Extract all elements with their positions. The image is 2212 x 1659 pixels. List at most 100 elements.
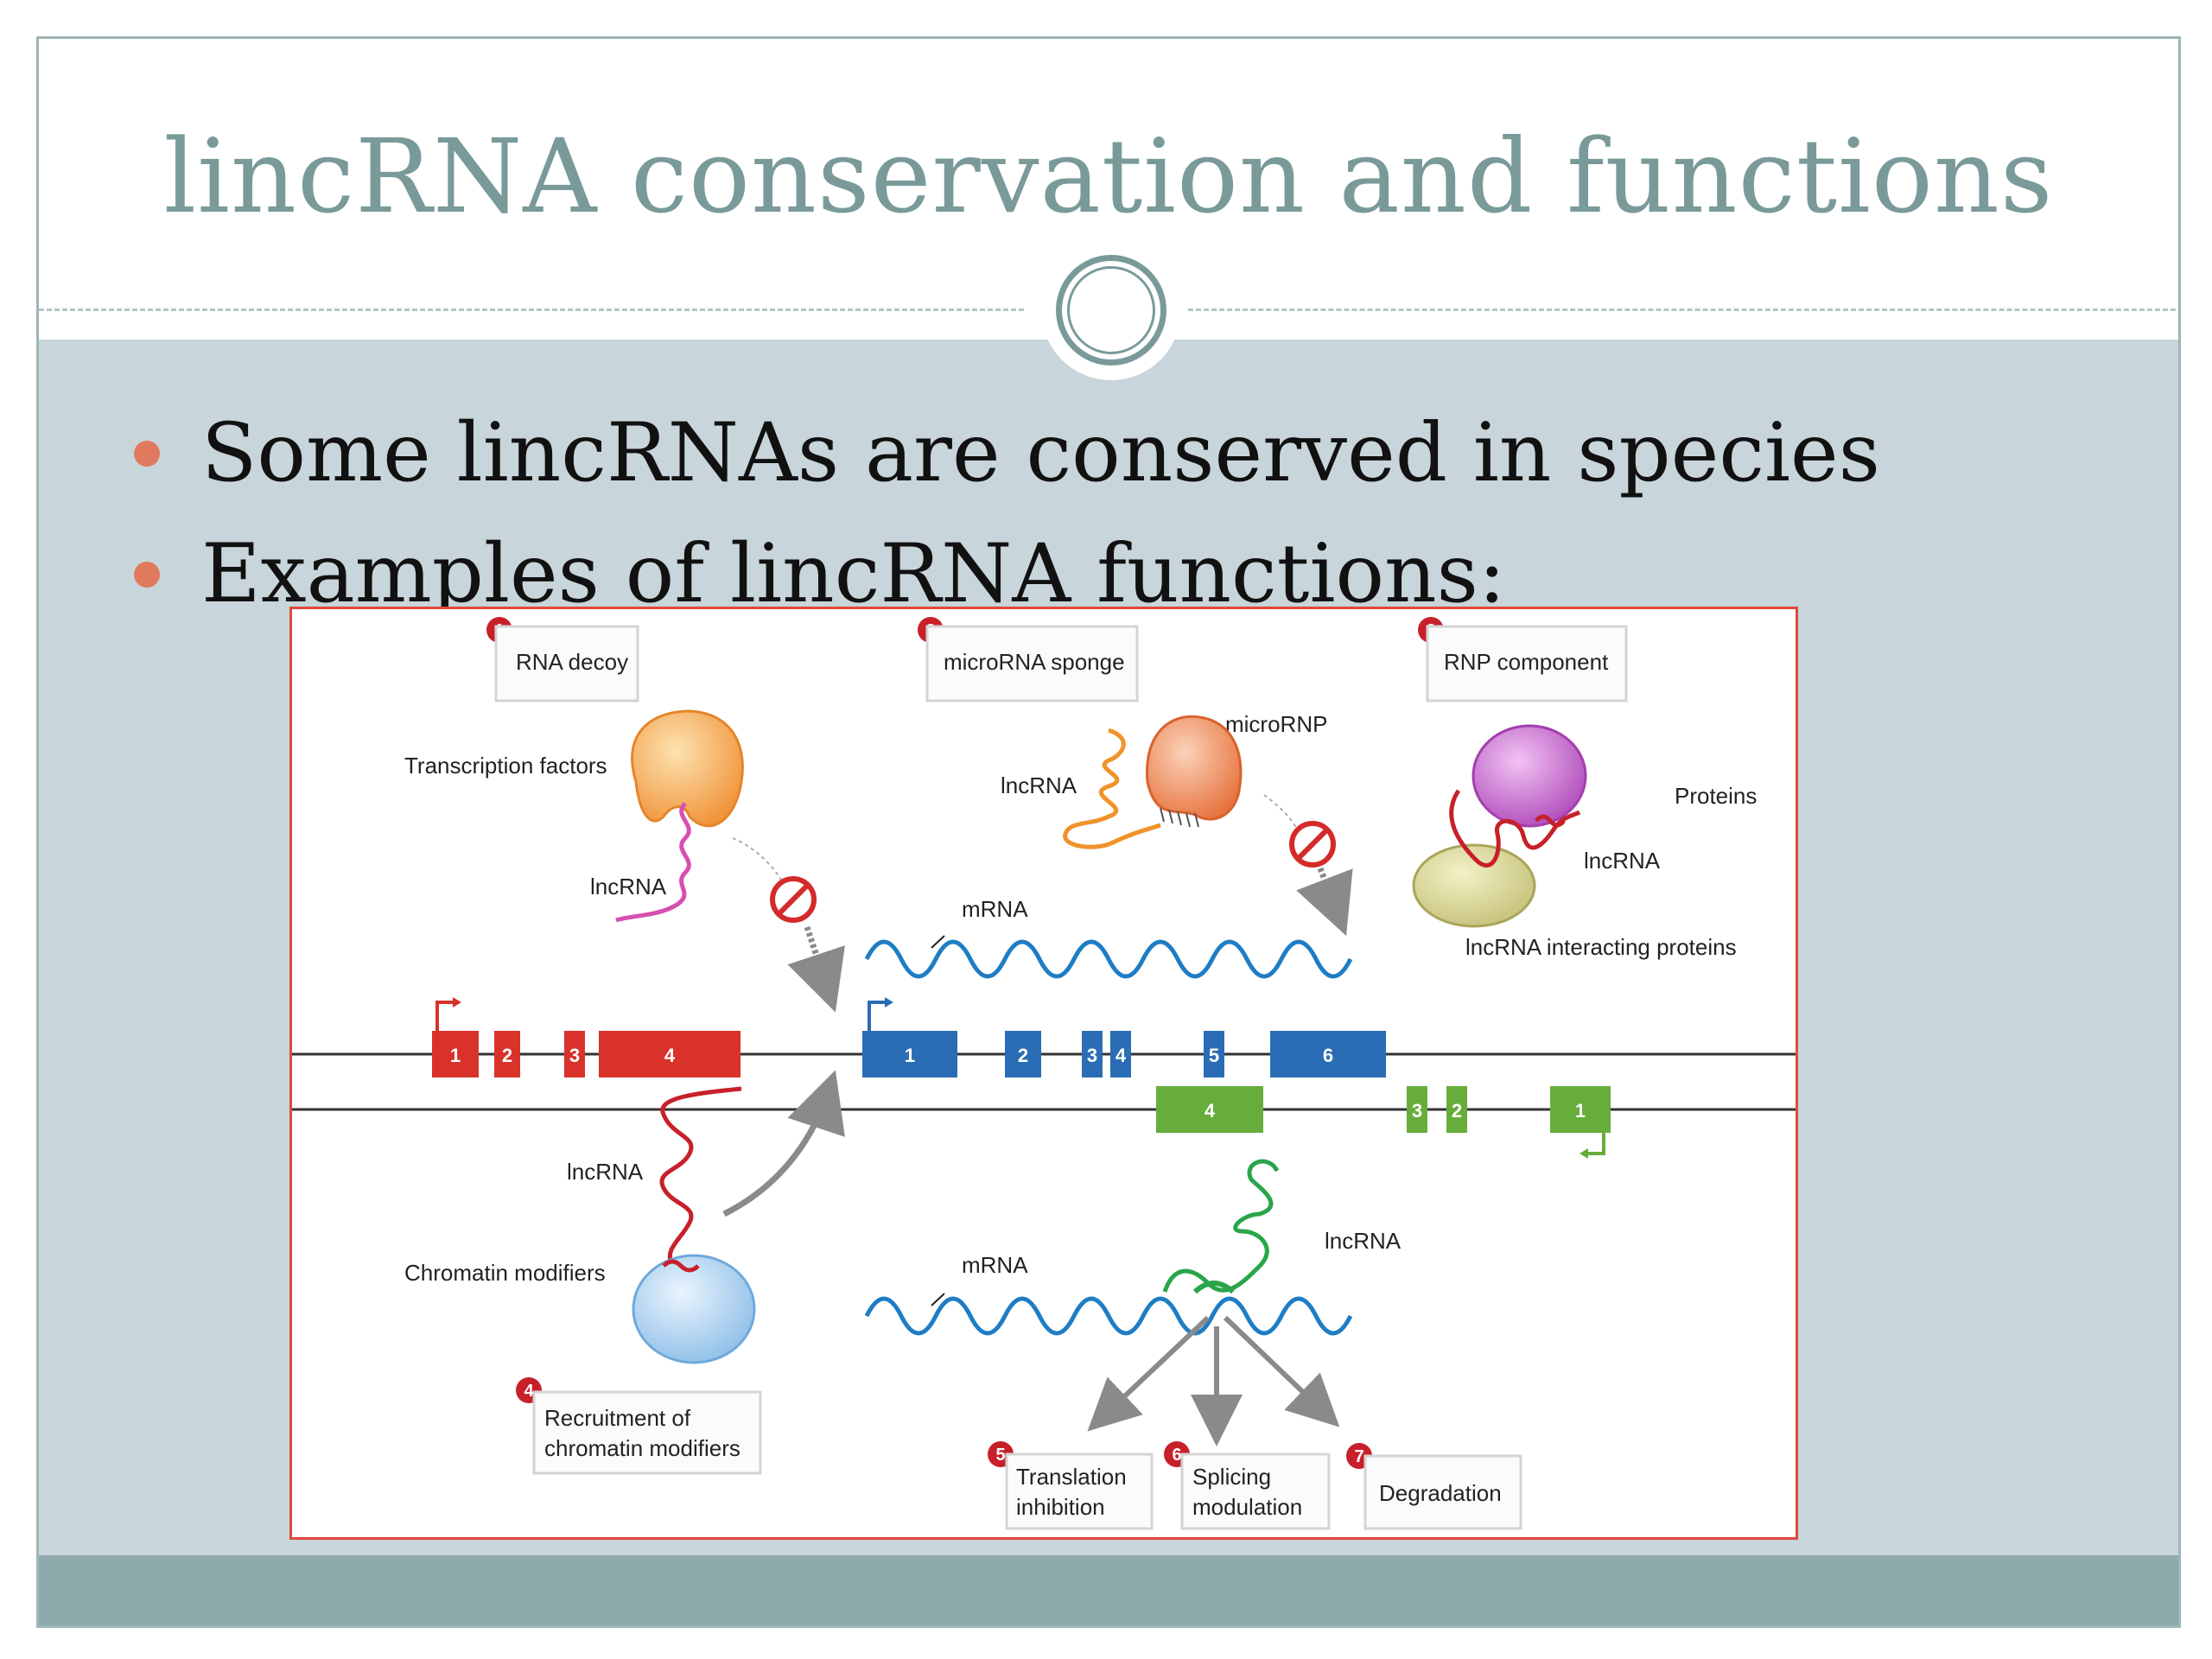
red-exon [599,1031,741,1077]
label-micrornp: microRNP [1225,711,1327,737]
bullet-item: Examples of lincRNA functions: [99,514,1880,635]
label-box-3 [1426,625,1628,702]
arrow-to-translation [1087,1315,1211,1432]
mrna-bottom-pointer [931,1293,945,1306]
label-box-5 [1005,1452,1154,1530]
transcription-factor-protein [631,709,744,828]
sponge-dotted-path [1263,794,1300,835]
label-splicing-line2: modulation [1192,1494,1302,1520]
blue-exon-label: 5 [1209,1045,1219,1066]
gene-tracks: 1 2 3 4 1 2 3 4 5 6 [292,997,1796,1159]
rnp-protein-olive [1412,843,1536,928]
lncrna-green-strand [1162,1159,1280,1293]
green-exon [1156,1086,1263,1133]
lncrna-decoy-strand [615,802,691,923]
mechanism-5-translation-inhibition: 5 Translation inhibition [988,1441,1154,1530]
red-gene-tss-arrowhead [453,997,461,1007]
label-degradation: Degradation [1379,1480,1502,1506]
label-translation-line2: inhibition [1016,1494,1105,1520]
lncrna-rnp-helix [1535,814,1566,828]
mechanism-6-splicing-modulation: 6 Splicing modulation [1164,1441,1331,1530]
decoy-arrow [787,925,845,1013]
label-lncrna-interacting-proteins: lncRNA interacting proteins [1465,934,1737,960]
green-exon-label: 1 [1575,1100,1586,1122]
lncrna-sponge-strand [1063,728,1161,849]
label-box-6 [1180,1452,1331,1530]
red-exon-label: 3 [569,1045,580,1066]
blue-gene-tss-arrowhead [885,997,893,1007]
rnp-protein-purple [1471,724,1587,828]
mechanism-4-chromatin-modifiers: lncRNA Chromatin modifiers 4 Recruitment… [404,1070,845,1475]
mrna-bottom: mRNA lncRNA [864,1159,1402,1446]
red-exon-label: 2 [502,1045,512,1066]
badge-5-text: 5 [995,1446,1005,1465]
red-gene-tss-icon [435,1001,454,1031]
slide-title: lincRNA conservation and functions [163,117,2054,236]
red-exon-label: 1 [450,1045,461,1066]
footer-band [39,1555,2178,1625]
red-exon [432,1031,479,1077]
label-lncrna-3: lncRNA [1584,848,1661,874]
blue-exon [862,1031,957,1077]
label-chromatin-modifiers: Chromatin modifiers [404,1260,606,1286]
mechanism-2-microrna-sponge: 2 microRNA sponge microRNP lncRNA [918,617,1353,937]
blue-exon [1082,1031,1103,1077]
green-gene-tss-icon [1586,1133,1605,1155]
bullet-item: Some lincRNAs are conserved in species [99,393,1880,514]
label-recruitment-line2: chromatin modifiers [544,1435,741,1461]
label-proteins: Proteins [1675,783,1757,809]
red-exon-label: 4 [664,1045,676,1066]
label-recruitment-line1: Recruitment of [544,1405,691,1431]
title-divider-left [39,308,1024,311]
mrna-wave-bottom [864,1296,1353,1336]
bullet-list: Some lincRNAs are conserved in species E… [99,393,1880,635]
chromatin-recruitment-arrow [722,1070,845,1217]
mrna-top-pointer [931,935,945,949]
microrna-base-pairs [1160,807,1199,828]
blue-exon-label: 3 [1087,1045,1097,1066]
blue-exon [1005,1031,1041,1077]
label-lncrna-4: lncRNA [567,1159,644,1185]
green-gene-tss-arrowhead [1580,1148,1588,1159]
mrna-top: mRNA [864,896,1353,979]
badge-6-text: 6 [1172,1446,1181,1465]
label-box-1 [494,625,639,702]
label-microrna-sponge: microRNA sponge [944,649,1125,675]
divider-ring-inner [1067,266,1155,354]
diagram-canvas: 1 RNA decoy Transcription factors lncRNA… [292,617,1796,1530]
badge-4-text: 4 [524,1382,534,1401]
lncrna-rnp-strand [1449,789,1581,868]
label-mrna-bottom: mRNA [962,1252,1028,1278]
sponge-arrow [1296,867,1353,937]
label-lncrna-5: lncRNA [1325,1228,1402,1254]
title-divider-right [1188,308,2178,311]
block-icon-1-bar [776,882,810,917]
label-box-4 [532,1390,762,1475]
blue-exon [1270,1031,1386,1077]
green-exon [1446,1086,1467,1133]
blue-exon-label: 2 [1018,1045,1028,1066]
label-rna-decoy: RNA decoy [516,649,628,675]
blue-exon [1204,1031,1224,1077]
blue-exon-label: 6 [1323,1045,1333,1066]
green-exon [1550,1086,1611,1133]
bullet-dot-icon [134,562,160,588]
red-exon [494,1031,520,1077]
label-transcription-factors: Transcription factors [404,753,607,779]
arrow-to-degradation [1223,1315,1340,1427]
label-rnp-component: RNP component [1444,649,1609,675]
green-exon-label: 3 [1412,1100,1422,1122]
mechanism-7-degradation: 7 Degradation [1346,1443,1522,1530]
blue-exon-label: 4 [1116,1045,1127,1066]
block-icon-2-bar [1295,827,1330,861]
lincrna-function-diagram: 1 RNA decoy Transcription factors lncRNA… [289,607,1798,1540]
blue-exon [1110,1031,1131,1077]
lncrna-chromatin-helix [662,1259,700,1273]
blue-gene-tss-icon [868,1001,887,1031]
label-lncrna-2: lncRNA [1001,772,1077,798]
green-exon-label: 4 [1205,1100,1216,1122]
blue-exon-label: 1 [905,1045,915,1066]
bullet-dot-icon [134,441,160,467]
micrornp-protein [1146,715,1243,821]
label-lncrna-1: lncRNA [590,874,667,899]
